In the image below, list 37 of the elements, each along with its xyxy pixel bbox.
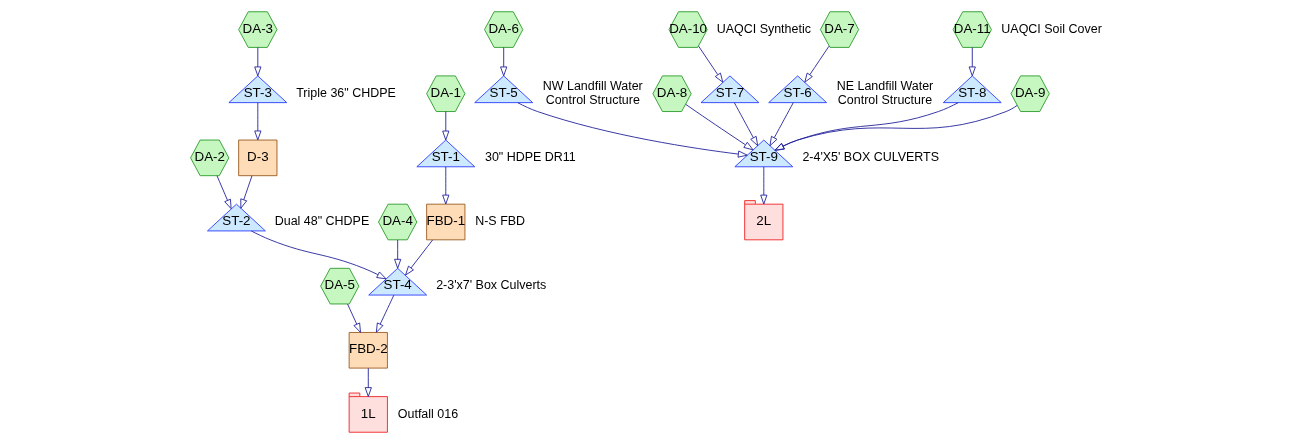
node-label: Outfall 016 [397, 406, 458, 421]
node-label: NW Landfill Water Control Structure [542, 79, 643, 107]
node-label: UAQCI Soil Cover [1000, 21, 1102, 36]
node-label: NE Landfill Water Control Structure [836, 79, 933, 107]
arrow [441, 111, 449, 141]
arrow [774, 102, 959, 151]
node-box: D-3 [237, 139, 277, 177]
node-label: UAQCI Synthetic [716, 21, 811, 36]
arrow [346, 303, 361, 333]
arrow [441, 166, 449, 205]
arrow [499, 47, 507, 77]
arrow [697, 45, 723, 83]
node-label: 30" HDPE DR11 [484, 150, 576, 165]
arrow [759, 166, 767, 205]
arrow [393, 239, 401, 269]
node-label: N-S FBD [474, 214, 525, 229]
arrow [253, 102, 261, 141]
arrow [239, 175, 252, 209]
node-label: 2-4'X5' BOX CULVERTS [801, 150, 939, 165]
arrow [253, 47, 261, 77]
arrow [769, 102, 794, 147]
arrow [364, 367, 372, 397]
arrow [404, 239, 433, 276]
arrow [774, 105, 1018, 151]
node-label: Dual 48" CHDPE [274, 214, 369, 229]
arrow [803, 45, 829, 83]
arrow [733, 102, 758, 147]
arrow [516, 102, 748, 158]
arrow [216, 175, 232, 210]
arrow [375, 294, 394, 333]
node-label: Triple 36" CHDPE [295, 86, 396, 101]
node-box: FBD-1 [425, 203, 465, 241]
arrow [968, 47, 976, 77]
arrow [684, 103, 753, 151]
arrow [250, 230, 386, 280]
node-label: 2-3'x7' Box Culverts [435, 278, 546, 293]
node-box: FBD-2 [348, 332, 388, 369]
